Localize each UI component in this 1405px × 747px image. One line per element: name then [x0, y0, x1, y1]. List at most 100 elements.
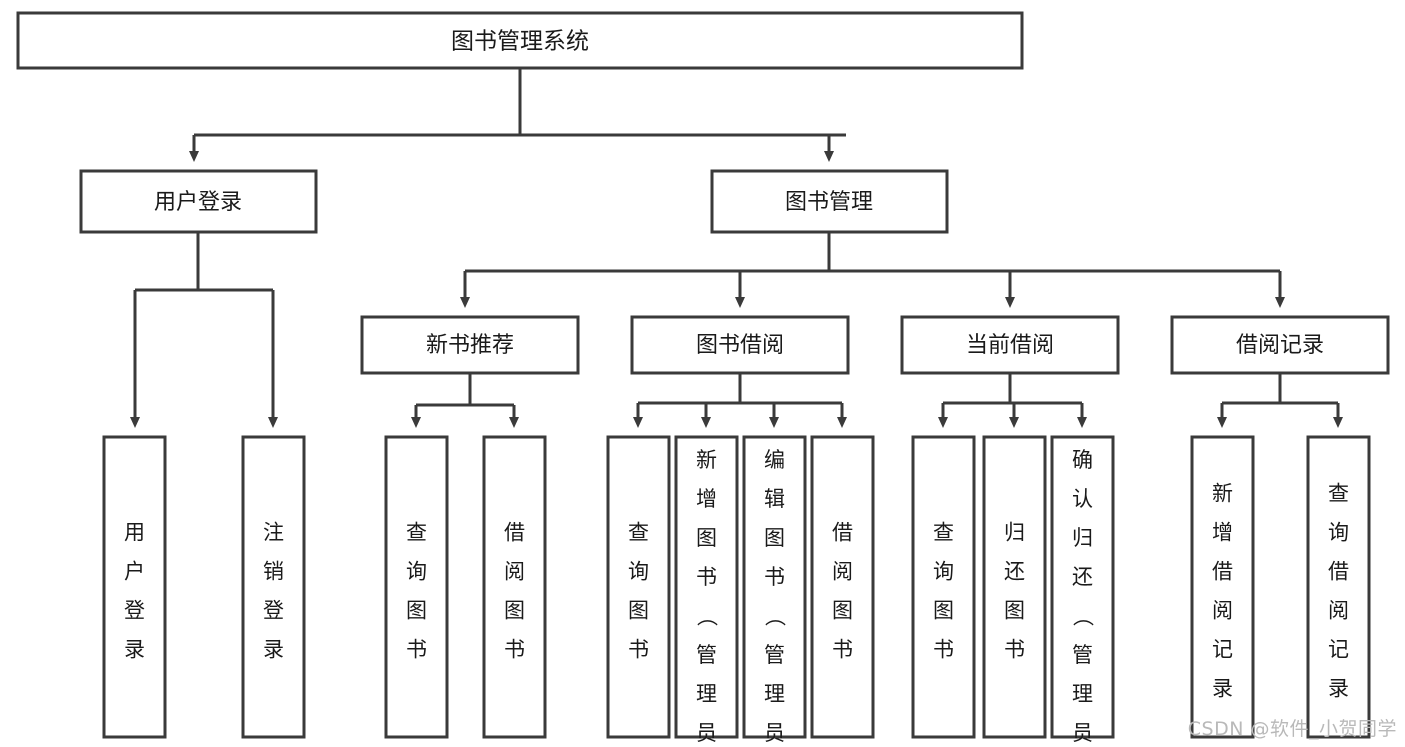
leaf-node-return-book[interactable]	[982, 435, 1047, 739]
svg-text:员: 员	[696, 721, 717, 745]
leaf-labels: 用户登录注销登录查询图书借阅图书查询图书新增图书（管理员）编辑图书（管理员）借阅…	[124, 448, 1349, 745]
node-borrow-record-label: 借阅记录	[1236, 333, 1324, 358]
svg-text:（: （	[1071, 606, 1095, 627]
svg-text:管: 管	[764, 643, 785, 667]
svg-text:询: 询	[933, 559, 954, 583]
svg-text:图: 图	[832, 598, 853, 622]
svg-text:（: （	[763, 606, 787, 627]
leaf-node-add-book[interactable]	[674, 435, 739, 739]
svg-text:新: 新	[696, 448, 717, 472]
svg-text:理: 理	[764, 682, 785, 706]
svg-text:登: 登	[263, 598, 284, 622]
svg-text:归: 归	[1072, 526, 1093, 550]
node-new-book-recommend-label: 新书推荐	[426, 333, 514, 358]
watermark-text: CSDN @软件_小贺同学	[1187, 718, 1397, 740]
leaf-node-confirm-return[interactable]	[1050, 435, 1115, 739]
node-current-borrow[interactable]: 当前借阅	[900, 315, 1120, 375]
leaf-node-query-record[interactable]	[1306, 435, 1371, 739]
svg-text:管: 管	[696, 643, 717, 667]
leaf-node-user-login[interactable]	[102, 435, 167, 739]
svg-text:阅: 阅	[832, 559, 853, 583]
leaf-boxes	[102, 435, 1371, 739]
leaf-node-edit-book[interactable]	[742, 435, 807, 739]
node-root[interactable]: 图书管理系统	[16, 11, 1024, 70]
node-borrow-record[interactable]: 借阅记录	[1170, 315, 1390, 375]
svg-text:理: 理	[1072, 682, 1093, 706]
svg-text:（: （	[695, 606, 719, 627]
svg-text:借: 借	[832, 520, 853, 544]
svg-text:借: 借	[1212, 559, 1233, 583]
connector-user-login-to-leaves	[130, 232, 278, 428]
leaf-node-user-logout[interactable]	[241, 435, 306, 739]
svg-text:注: 注	[263, 520, 284, 544]
leaf-node-borrow-book[interactable]	[810, 435, 875, 739]
svg-text:销: 销	[263, 559, 284, 583]
svg-text:询: 询	[1328, 520, 1349, 544]
svg-text:员: 员	[1072, 721, 1093, 745]
leaf-user-login-label: 用户登录	[124, 520, 145, 661]
leaf-node-query-book-cur[interactable]	[911, 435, 976, 739]
svg-text:图: 图	[764, 526, 785, 550]
svg-text:员: 员	[764, 721, 785, 745]
svg-text:图: 图	[504, 598, 525, 622]
svg-text:阅: 阅	[1212, 598, 1233, 622]
svg-text:书: 书	[764, 565, 785, 589]
node-book-manage[interactable]: 图书管理	[710, 169, 949, 234]
svg-text:辑: 辑	[764, 487, 785, 511]
svg-text:录: 录	[1212, 676, 1233, 700]
connector-current-borrow-to-leaves	[938, 373, 1087, 428]
connector-book-manage-to-level3	[460, 232, 1285, 308]
svg-text:录: 录	[1328, 676, 1349, 700]
svg-text:书: 书	[504, 637, 525, 661]
node-user-login[interactable]: 用户登录	[79, 169, 318, 234]
svg-text:认: 认	[1072, 487, 1093, 511]
svg-text:确: 确	[1072, 448, 1093, 472]
node-root-label: 图书管理系统	[451, 29, 589, 55]
svg-text:书: 书	[696, 565, 717, 589]
svg-text:用: 用	[124, 520, 145, 544]
svg-text:户: 户	[124, 559, 145, 583]
leaf-node-add-record[interactable]	[1190, 435, 1255, 739]
leaf-node-borrow-book-rec[interactable]	[482, 435, 547, 739]
connector-root-to-level2	[189, 68, 846, 162]
leaf-node-query-book-rec[interactable]	[384, 435, 449, 739]
svg-text:图: 图	[1004, 598, 1025, 622]
svg-text:阅: 阅	[504, 559, 525, 583]
svg-text:询: 询	[406, 559, 427, 583]
svg-text:查: 查	[406, 520, 427, 544]
svg-text:归: 归	[1004, 520, 1025, 544]
svg-text:图: 图	[933, 598, 954, 622]
node-current-borrow-label: 当前借阅	[966, 333, 1054, 358]
svg-text:编: 编	[764, 448, 785, 472]
connector-borrow-record-to-leaves	[1217, 373, 1343, 428]
svg-text:记: 记	[1212, 637, 1233, 661]
svg-text:查: 查	[933, 520, 954, 544]
svg-text:增: 增	[1212, 520, 1233, 544]
node-new-book-recommend[interactable]: 新书推荐	[360, 315, 580, 375]
svg-text:管: 管	[1072, 643, 1093, 667]
svg-text:图: 图	[696, 526, 717, 550]
connector-book-borrow-to-leaves	[633, 373, 847, 428]
node-book-manage-label: 图书管理	[785, 190, 873, 215]
leaf-node-query-book-borrow[interactable]	[606, 435, 671, 739]
svg-text:记: 记	[1328, 637, 1349, 661]
svg-text:还: 还	[1004, 559, 1025, 583]
svg-text:询: 询	[628, 559, 649, 583]
svg-text:书: 书	[832, 637, 853, 661]
svg-text:录: 录	[124, 637, 145, 661]
svg-text:登: 登	[124, 598, 145, 622]
node-book-borrow[interactable]: 图书借阅	[630, 315, 850, 375]
svg-text:查: 查	[1328, 481, 1349, 505]
